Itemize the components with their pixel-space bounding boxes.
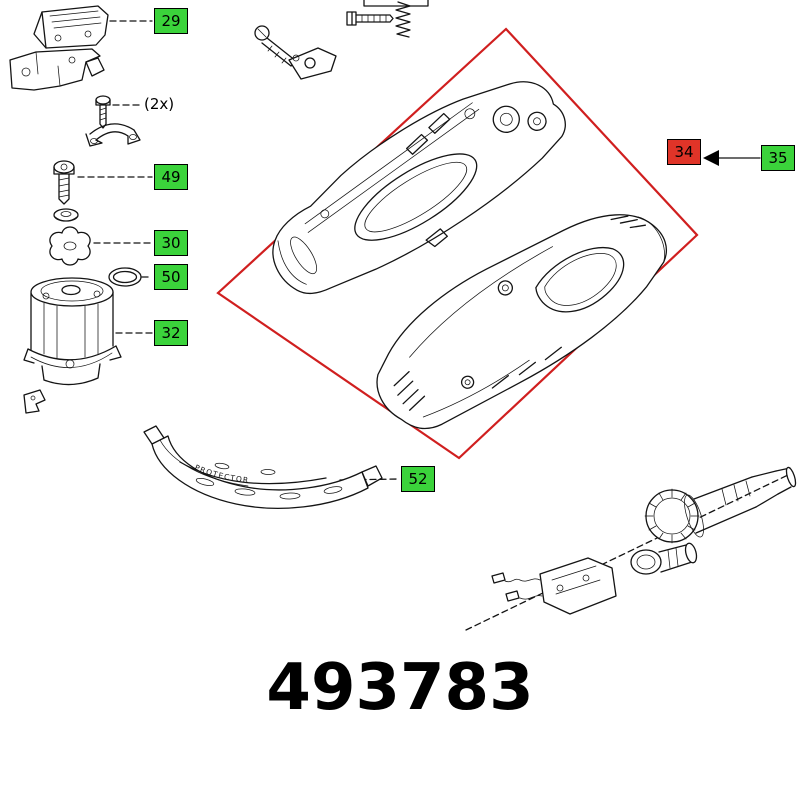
- part-callout-30[interactable]: 30: [154, 230, 188, 256]
- mounting-bracket-drawing: [9, 48, 105, 91]
- quantity-note: (2x): [144, 95, 175, 113]
- part-callout-49[interactable]: 49: [154, 164, 188, 190]
- upper-housing-shell-drawing: [272, 81, 566, 295]
- part-callout-52[interactable]: 52: [401, 466, 435, 492]
- part-callout-29[interactable]: 29: [154, 8, 188, 34]
- part-callout-35[interactable]: 35: [761, 145, 795, 171]
- clamp-saddle-drawing: [85, 123, 141, 147]
- part-callout-50[interactable]: 50: [154, 264, 188, 290]
- switch-housing-drawing: [33, 5, 109, 49]
- o-ring-50-drawing: [108, 267, 142, 287]
- screw-2x-drawing: [95, 95, 111, 129]
- part-callout-32[interactable]: 32: [154, 320, 188, 346]
- lower-housing-shell-drawing: [376, 214, 667, 430]
- top-fasteners-drawing: [254, 0, 429, 80]
- retainer-clip-drawing: [23, 389, 46, 414]
- switch-block-drawing: [491, 557, 617, 615]
- protector-guard-drawing: PROTECTOR: [143, 425, 383, 509]
- callout-arrow-icon: [703, 150, 761, 166]
- cable-plug-drawing: [630, 466, 797, 575]
- clover-plate-30-drawing: [49, 226, 91, 266]
- part-callout-34-selected[interactable]: 34: [667, 139, 701, 165]
- screw-49-drawing: [53, 160, 75, 205]
- order-part-number: 493783: [266, 651, 534, 725]
- bearing-housing-32-drawing: [23, 277, 122, 386]
- washer-drawing: [53, 208, 79, 222]
